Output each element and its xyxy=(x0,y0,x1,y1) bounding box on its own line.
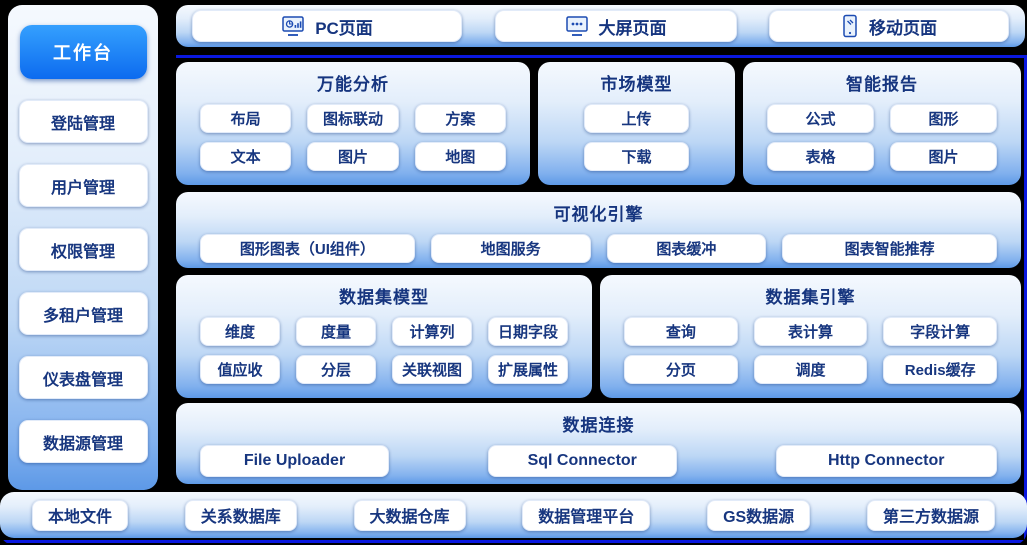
tab-label: 移动页面 xyxy=(869,18,937,38)
tab-label: PC页面 xyxy=(315,18,373,38)
section-market-model: 市场模型 上传 下载 xyxy=(538,62,735,185)
feature-row: 表格 图片 xyxy=(759,142,1005,171)
feature-row: 查询 表计算 字段计算 xyxy=(616,317,1005,346)
feature-button-dimension[interactable]: 维度 xyxy=(200,317,280,346)
section-universal-analysis: 万能分析 布局 图标联动 方案 文本 图片 地图 xyxy=(176,62,530,185)
pc-screen-icon xyxy=(281,15,305,37)
feature-button-redis-cache[interactable]: Redis缓存 xyxy=(883,355,998,384)
feature-button-layering[interactable]: 分层 xyxy=(296,355,376,384)
right-accent-line xyxy=(1024,55,1027,543)
sidebar-item-login-management[interactable]: 登陆管理 xyxy=(18,100,148,143)
feature-button-date-field[interactable]: 日期字段 xyxy=(488,317,568,346)
sidebar-item-multitenant-management[interactable]: 多租户管理 xyxy=(18,292,148,335)
sidebar-item-dashboard-management[interactable]: 仪表盘管理 xyxy=(18,356,148,399)
feature-button-table-calc[interactable]: 表计算 xyxy=(753,317,868,346)
feature-button-http-connector[interactable]: Http Connector xyxy=(775,445,997,477)
feature-button-measure[interactable]: 度量 xyxy=(296,317,376,346)
feature-row: 分页 调度 Redis缓存 xyxy=(616,355,1005,384)
feature-button-query[interactable]: 查询 xyxy=(624,317,738,346)
section-title: 万能分析 xyxy=(317,75,389,94)
feature-button-layout[interactable]: 布局 xyxy=(200,104,292,133)
feature-button-scheme[interactable]: 方案 xyxy=(414,104,506,133)
source-button-big-data-warehouse[interactable]: 大数据仓库 xyxy=(353,499,466,531)
feature-button-graphic[interactable]: 图形 xyxy=(890,104,997,133)
feature-button-upload[interactable]: 上传 xyxy=(584,104,689,133)
section-dataset-engine: 数据集引擎 查询 表计算 字段计算 分页 调度 Redis缓存 xyxy=(600,275,1021,398)
sidebar-item-user-management[interactable]: 用户管理 xyxy=(18,164,148,207)
feature-button-value-receive[interactable]: 值应收 xyxy=(200,355,280,384)
feature-button-table[interactable]: 表格 xyxy=(767,142,874,171)
source-button-third-party-datasource[interactable]: 第三方数据源 xyxy=(866,499,995,531)
feature-button-extended-attr[interactable]: 扩展属性 xyxy=(488,355,568,384)
data-sources-bar: 本地文件 关系数据库 大数据仓库 数据管理平台 GS数据源 第三方数据源 xyxy=(0,492,1027,538)
feature-row: 文本 图片 地图 xyxy=(192,142,514,171)
feature-row: 布局 图标联动 方案 xyxy=(192,104,514,133)
tab-mobile-page[interactable]: 移动页面 xyxy=(769,10,1009,42)
big-screen-icon xyxy=(565,15,589,37)
section-visualization-engine: 可视化引擎 图形图表（UI组件） 地图服务 图表缓冲 图表智能推荐 xyxy=(176,192,1021,268)
feature-button-field-calc[interactable]: 字段计算 xyxy=(883,317,998,346)
tab-pc-page[interactable]: PC页面 xyxy=(192,10,462,42)
feature-button-smart-recommend[interactable]: 图表智能推荐 xyxy=(782,234,997,263)
feature-row: 维度 度量 计算列 日期字段 xyxy=(192,317,576,346)
feature-button-sql-connector[interactable]: Sql Connector xyxy=(487,445,677,477)
section-data-connect: 数据连接 File Uploader Sql Connector Http Co… xyxy=(176,403,1021,484)
section-title: 可视化引擎 xyxy=(553,205,644,224)
feature-row: 值应收 分层 关联视图 扩展属性 xyxy=(192,355,576,384)
top-accent-line xyxy=(176,55,1027,58)
tab-big-screen-page[interactable]: 大屏页面 xyxy=(494,10,737,42)
feature-row: 图形图表（UI组件） 地图服务 图表缓冲 图表智能推荐 xyxy=(192,234,1005,263)
feature-button-formula[interactable]: 公式 xyxy=(767,104,874,133)
feature-row: File Uploader Sql Connector Http Connect… xyxy=(188,445,1009,477)
feature-button-ui-charts[interactable]: 图形图表（UI组件） xyxy=(200,234,415,263)
sidebar-item-workbench[interactable]: 工作台 xyxy=(19,25,147,79)
feature-button-image[interactable]: 图片 xyxy=(307,142,399,171)
source-button-relational-db[interactable]: 关系数据库 xyxy=(184,499,297,531)
feature-button-map-service[interactable]: 地图服务 xyxy=(430,234,591,263)
bottom-accent-line xyxy=(0,540,1027,543)
section-title: 市场模型 xyxy=(600,75,673,94)
source-button-data-mgmt-platform[interactable]: 数据管理平台 xyxy=(522,499,651,531)
section-title: 数据连接 xyxy=(562,416,635,435)
section-title: 数据集引擎 xyxy=(765,288,856,307)
sidebar-item-permission-management[interactable]: 权限管理 xyxy=(18,228,148,271)
feature-button-text[interactable]: 文本 xyxy=(200,142,292,171)
section-title: 数据集模型 xyxy=(339,288,429,307)
section-title: 智能报告 xyxy=(846,75,918,94)
section-smart-report: 智能报告 公式 图形 表格 图片 xyxy=(743,62,1021,185)
feature-button-related-view[interactable]: 关联视图 xyxy=(392,355,472,384)
mobile-phone-icon xyxy=(841,14,859,38)
page-type-bar: PC页面 大屏页面 xyxy=(176,5,1025,47)
sidebar-item-datasource-management[interactable]: 数据源管理 xyxy=(18,420,148,463)
feature-button-file-uploader[interactable]: File Uploader xyxy=(200,445,389,477)
feature-row: 公式 图形 xyxy=(759,104,1005,133)
sidebar: 工作台 登陆管理 用户管理 权限管理 多租户管理 仪表盘管理 数据源管理 xyxy=(8,5,158,490)
feature-button-map[interactable]: 地图 xyxy=(414,142,506,171)
feature-button-chart-buffer[interactable]: 图表缓冲 xyxy=(606,234,767,263)
feature-button-paging[interactable]: 分页 xyxy=(624,355,738,384)
feature-button-scheduling[interactable]: 调度 xyxy=(753,355,868,384)
section-dataset-model: 数据集模型 维度 度量 计算列 日期字段 值应收 分层 关联视图 扩展属性 xyxy=(176,275,592,398)
source-button-gs-datasource[interactable]: GS数据源 xyxy=(707,499,811,531)
feature-button-picture[interactable]: 图片 xyxy=(890,142,997,171)
feature-button-chart-linkage[interactable]: 图标联动 xyxy=(307,104,399,133)
feature-button-calc-column[interactable]: 计算列 xyxy=(392,317,472,346)
tab-label: 大屏页面 xyxy=(598,18,667,38)
feature-button-download[interactable]: 下载 xyxy=(584,142,689,171)
source-button-local-file[interactable]: 本地文件 xyxy=(32,499,129,531)
